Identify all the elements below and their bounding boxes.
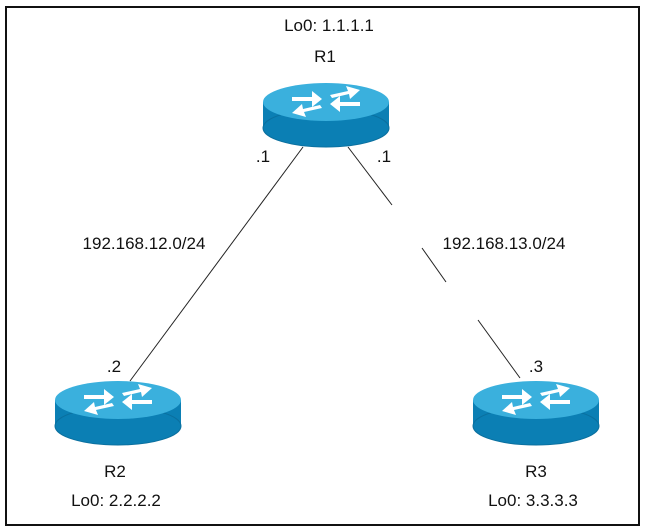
router-r1[interactable] xyxy=(262,83,390,148)
link-r1-r3-network-label: 192.168.13.0/24 xyxy=(443,234,566,253)
router-icon xyxy=(54,381,182,446)
link-r1-r2-network-label: 192.168.12.0/24 xyxy=(83,234,206,253)
router-icon xyxy=(472,381,600,446)
router-r2[interactable] xyxy=(54,381,182,446)
r3-loopback-label: Lo0: 3.3.3.3 xyxy=(488,491,578,510)
r2-interface-label: .2 xyxy=(107,357,121,376)
link-r1-r2 xyxy=(129,146,304,382)
r3-interface-label: .3 xyxy=(529,357,543,376)
r1-name-label: R1 xyxy=(314,47,336,66)
router-r3[interactable] xyxy=(472,381,600,446)
r1-r3-interface-label: .1 xyxy=(377,147,391,166)
link-r1-r3-segment-b xyxy=(421,247,447,283)
r2-name-label: R2 xyxy=(104,462,126,481)
r1-loopback-label: Lo0: 1.1.1.1 xyxy=(284,16,374,35)
r2-loopback-label: Lo0: 2.2.2.2 xyxy=(71,491,161,510)
r3-name-label: R3 xyxy=(525,462,547,481)
link-r1-r3-segment-c xyxy=(477,319,521,379)
link-r1-r3-segment-a xyxy=(347,146,393,206)
router-icon xyxy=(262,83,390,148)
r1-r2-interface-label: .1 xyxy=(256,147,270,166)
